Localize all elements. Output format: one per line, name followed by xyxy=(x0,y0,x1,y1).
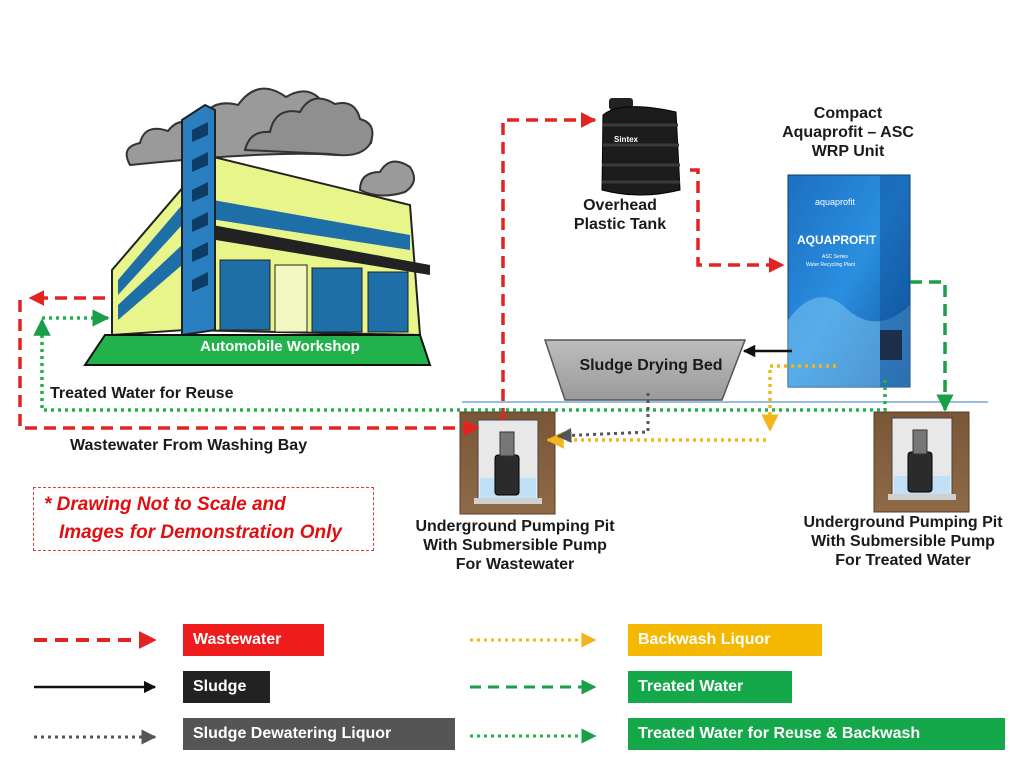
tank-brand: Sintex xyxy=(614,135,639,144)
workshop-building xyxy=(83,87,432,366)
pit-treated-label: Underground Pumping Pit With Submersible… xyxy=(803,514,1003,570)
legend-sludge: Sludge xyxy=(183,671,270,703)
smoke-cloud xyxy=(243,97,374,157)
smoke-cloud xyxy=(358,160,415,197)
workshop-label: Automobile Workshop xyxy=(200,338,360,355)
treated-water-flow xyxy=(910,280,954,412)
pumping-pit-treated xyxy=(873,411,970,513)
legend-dewatering: Sludge Dewatering Liquor xyxy=(183,718,455,750)
sludge-drying-bed xyxy=(543,339,747,401)
treated-reuse-label: Treated Water for Reuse xyxy=(50,385,234,402)
overhead-tank: Sintex xyxy=(601,98,681,196)
pumping-pit-wastewater xyxy=(459,411,556,515)
legend-backwash: Backwash Liquor xyxy=(628,624,822,656)
scale-note: * Drawing Not to Scale and Images for De… xyxy=(33,487,374,551)
pit-wastewater-label: Underground Pumping Pit With Submersible… xyxy=(415,518,615,574)
wastewater-flow xyxy=(18,112,785,436)
wastewater-from-label: Wastewater From Washing Bay xyxy=(70,437,308,454)
legend-lines xyxy=(34,631,597,745)
dewatering-flow xyxy=(556,393,650,443)
legend-treated: Treated Water xyxy=(628,671,792,703)
wrp-unit-label: Compact Aquaprofit – ASC WRP Unit xyxy=(782,105,914,161)
wrp-unit: aquaprofit AQUAPROFIT ASC Series Water R… xyxy=(787,174,911,388)
treated-reuse-flow xyxy=(33,309,887,412)
overhead-tank-label: Overhead Plastic Tank xyxy=(573,197,667,234)
sludge-bed-label: Sludge Drying Bed xyxy=(579,357,723,374)
svg-text:ASC Series: ASC Series xyxy=(822,254,848,260)
backwash-flow xyxy=(546,364,836,449)
legend-treated-reuse: Treated Water for Reuse & Backwash xyxy=(628,718,1005,750)
svg-text:Water Recycling Plant: Water Recycling Plant xyxy=(806,262,856,268)
legend-wastewater: Wastewater xyxy=(183,624,324,656)
unit-company: aquaprofit xyxy=(815,197,856,207)
unit-brand: AQUAPROFIT xyxy=(797,233,877,247)
